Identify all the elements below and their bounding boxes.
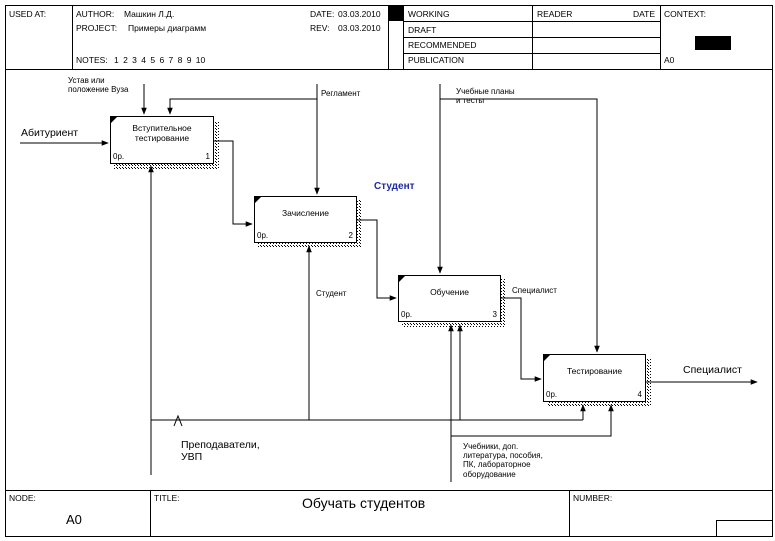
activity-box-1[interactable]: Вступительное тестирование 0р. 1 xyxy=(110,116,214,164)
diagram-frame xyxy=(5,69,773,491)
box-corner-marker xyxy=(544,355,550,361)
label-resources: Учебники, доп. литература, пособия, ПК, … xyxy=(463,442,543,479)
label-reglament: Регламент xyxy=(321,89,361,98)
status-recommended: RECOMMENDED xyxy=(408,40,477,50)
project-value: Примеры диаграмм xyxy=(128,23,207,33)
activity-number: 2 xyxy=(348,231,353,240)
activity-title: Вступительное тестирование xyxy=(132,123,192,143)
activity-box-2[interactable]: Зачисление 0р. 2 xyxy=(254,196,357,243)
author-value: Машкин Л.Д. xyxy=(124,9,175,19)
label-student: Студент xyxy=(316,289,347,298)
label-specialist-out: Специалист xyxy=(683,364,742,376)
notes-label: NOTES: xyxy=(76,55,108,65)
activity-number: 4 xyxy=(637,390,642,399)
activity-cost: 0р. xyxy=(401,310,413,319)
activity-number: 3 xyxy=(492,310,497,319)
status-publication: PUBLICATION xyxy=(408,55,465,65)
node-label: NODE: xyxy=(9,493,36,503)
activity-box-3[interactable]: Обучение 0р. 3 xyxy=(398,275,501,322)
activity-cost: 0р. xyxy=(257,231,269,240)
activity-title: Обучение xyxy=(430,286,469,297)
box-corner-marker xyxy=(255,197,261,203)
arrow-plans-box4 xyxy=(440,98,600,353)
notes-numbers: 1 2 3 4 5 6 7 8 9 10 xyxy=(114,55,206,65)
arrow-resources-box4 xyxy=(451,404,614,437)
number-label: NUMBER: xyxy=(573,493,613,503)
activity-cost: 0р. xyxy=(546,390,558,399)
reader-label: READER xyxy=(537,9,573,19)
arrows xyxy=(20,84,758,482)
label-teachers: Преподаватели, УВП xyxy=(181,439,260,464)
activity-box-4[interactable]: Тестирование 0р. 4 xyxy=(543,354,646,402)
box-corner-marker xyxy=(399,276,405,282)
label-abiturient: Абитуриент xyxy=(21,127,79,139)
activity-number: 1 xyxy=(205,152,210,161)
label-specialist-mid: Специалист xyxy=(512,286,557,295)
label-student-blue: Студент xyxy=(374,181,415,192)
activity-title: Тестирование xyxy=(566,366,623,377)
arrow-box1-box2 xyxy=(210,140,253,227)
rev-value: 03.03.2010 xyxy=(338,23,381,33)
node-value: A0 xyxy=(66,512,82,527)
label-ustav: Устав или положение Вуза xyxy=(68,76,129,95)
label-plans: Учебные планы и тесты xyxy=(456,87,515,106)
header-frame xyxy=(5,5,773,70)
context-label: CONTEXT: xyxy=(664,9,707,19)
context-node: A0 xyxy=(664,55,675,65)
title-label: TITLE: xyxy=(154,493,180,503)
teachers-squiggle xyxy=(173,414,183,427)
status-working: WORKING xyxy=(408,9,450,19)
used-at-label: USED AT: xyxy=(9,9,47,19)
author-label: AUTHOR: xyxy=(76,9,115,19)
reader-date-label: DATE xyxy=(633,9,656,19)
arrow-reglament-box1 xyxy=(167,98,317,115)
title-value: Обучать студентов xyxy=(302,495,426,511)
rev-label: REV: xyxy=(310,23,330,33)
date-label: DATE: xyxy=(310,9,335,19)
working-status-marker xyxy=(389,6,403,21)
date-value: 03.03.2010 xyxy=(338,9,381,19)
arrow-box3-box4 xyxy=(500,297,542,382)
project-label: PROJECT: xyxy=(76,23,118,33)
status-draft: DRAFT xyxy=(408,25,437,35)
arrow-box2-box3 xyxy=(356,219,397,301)
activity-title: Зачисление xyxy=(282,207,329,218)
activity-cost: 0р. xyxy=(113,152,125,161)
box-corner-marker xyxy=(111,117,117,123)
context-node-marker xyxy=(695,36,731,50)
footer-frame xyxy=(5,490,773,537)
